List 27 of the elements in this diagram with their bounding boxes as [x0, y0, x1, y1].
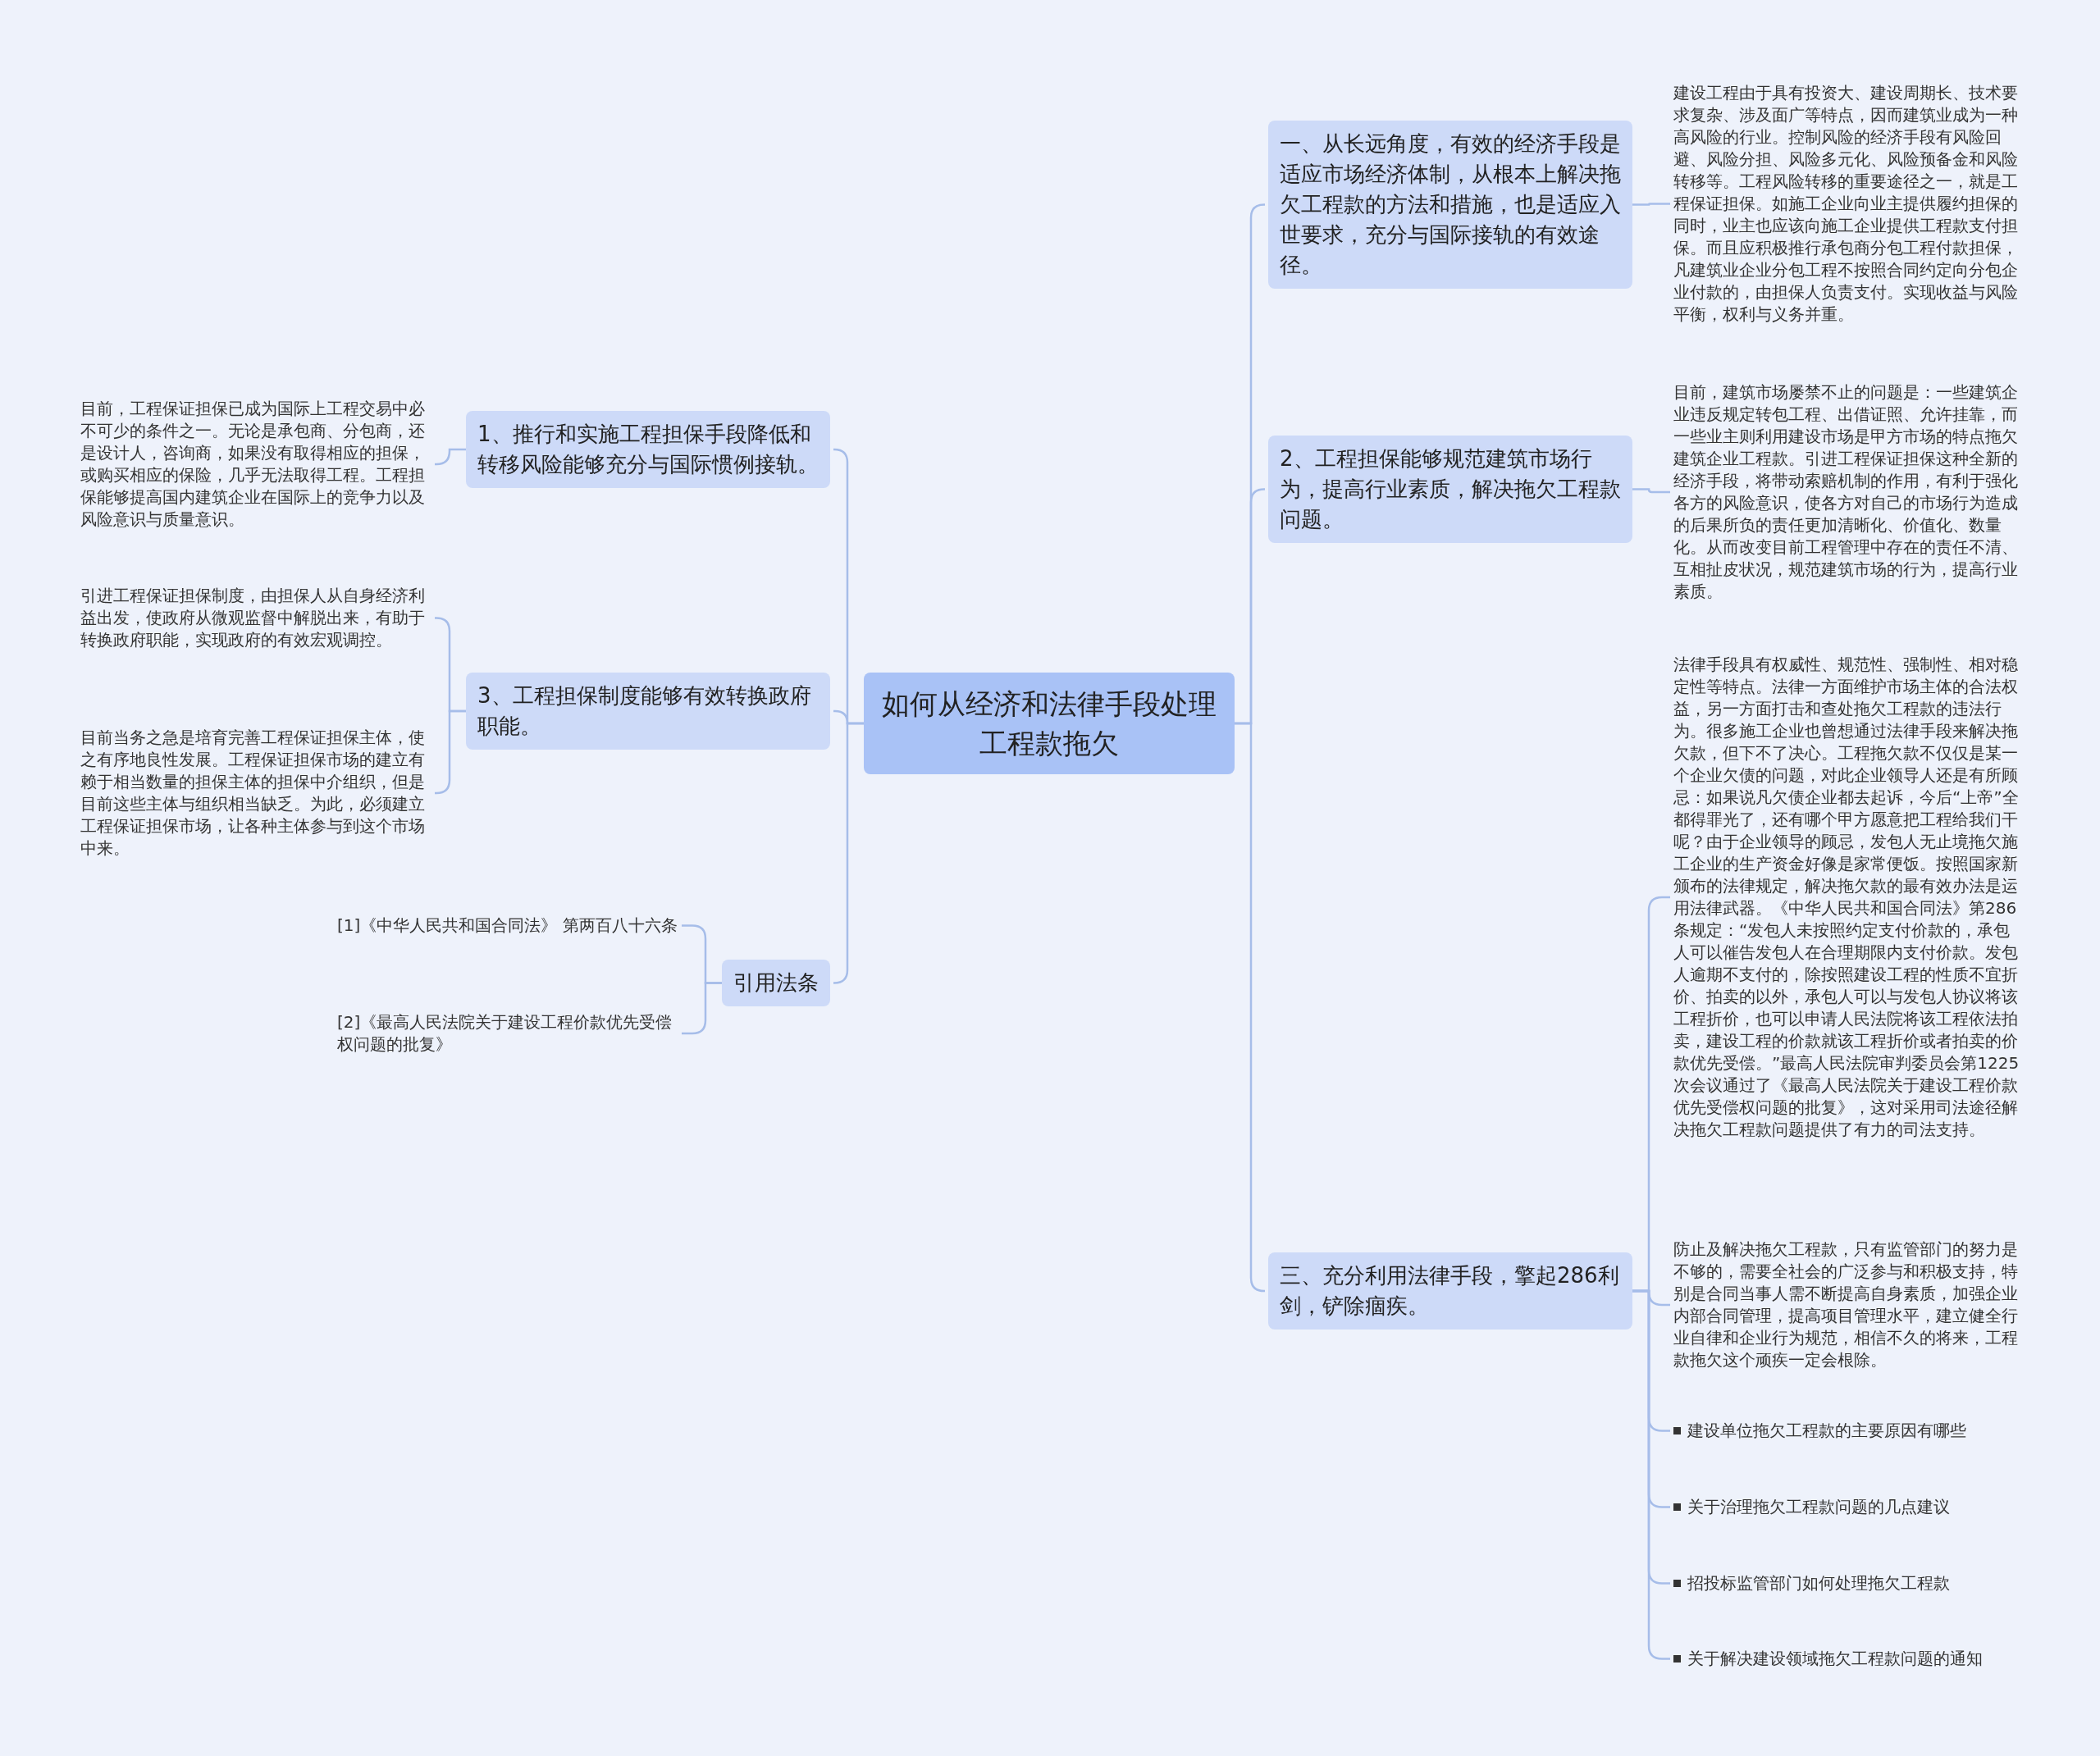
- note-text: [2]《最高人民法院关于建设工程价款优先受偿权问题的批复》: [337, 1011, 678, 1056]
- note-text: 目前，建筑市场屡禁不止的问题是：一些建筑企业违反规定转包工程、出借证照、允许挂靠，而一些业主则利用建设市场是甲方市场的特点拖欠建筑企业工程款。引进工程保证担保这种全新的经济手段，将带动索赔机制的作用，有利于强化各方的风险意识，使各方对自己的市场行为造成的后果所负的责任更加清晰化、价值化、数量化。从而改变目前工程管理中存在的责任不清、互相扯皮状况，规范建筑市场的行为，提高行业素质。: [1673, 381, 2025, 603]
- connector-line: [435, 448, 466, 466]
- note-text: 目前当务之急是培育完善工程保证担保主体，使之有序地良性发展。工程保证担保市场的建立有赖于相当数量的担保主体的担保中介组织，但是目前这些主体与组织相当缺乏。为此，必须建立工程保证担保市场，让各种主体参与到这个市场中来。: [80, 727, 431, 860]
- note-text: 建设工程由于具有投资大、建设周期长、技术要求复杂、涉及面广等特点，因而建筑业成为一种高风险的行业。控制风险的经济手段有风险回避、风险分担、风险多元化、风险预备金和风险转移等。工程风险转移的重要途径之一，就是工程保证担保。如施工企业向业主提供履约担保的同时，业主也应该向施工企业提供工程款支付担保。而且应积极推行承包商分包工程付款担保，凡建筑业企业分包工程不按照合同约定向分包企业付款的，由担保人负责支付。实现收益与风险平衡，权利与义务并重。: [1673, 82, 2025, 326]
- connector-line: [1632, 1289, 1670, 1660]
- topic-box: 2、工程担保能够规范建筑市场行为，提高行业素质，解决拖欠工程款问题。: [1268, 436, 1632, 543]
- note-text: 防止及解决拖欠工程款，只有监管部门的努力是不够的，需要全社会的广泛参与和积极支持，特别是合同当事人需不断提高自身素质，加强企业内部合同管理，提高项目管理水平，建立健全行业自律和企业行为规范，相信不久的将来，工程款拖欠这个顽疾一定会根除。: [1673, 1238, 2025, 1371]
- topic-box: 3、工程担保制度能够有效转换政府职能。: [466, 673, 830, 750]
- connector-line: [833, 722, 864, 984]
- topic-box: 三、充分利用法律手段，擎起286利剑，铲除痼疾。: [1268, 1252, 1632, 1330]
- note-text: 引进工程保证担保制度，由担保人从自身经济利益出发，使政府从微观监督中解脱出来，有助于转换政府职能，实现政府的有效宏观调控。: [80, 585, 431, 651]
- connector-line: [1235, 722, 1266, 1293]
- central-topic: 如何从经济和法律手段处理工程款拖欠: [864, 673, 1235, 774]
- link-text: 建设单位拖欠工程款的主要原因有哪些: [1687, 1420, 1966, 1442]
- connector-line: [1632, 203, 1670, 206]
- note-text: 法律手段具有权威性、规范性、强制性、相对稳定性等特点。法律一方面维护市场主体的合法权益，另一方面打击和查处拖欠工程款的违法行为。很多施工企业也曾想通过法律手段来解决拖欠款，但下不了决心。工程拖欠款不仅仅是某一个企业欠债的问题，对此企业领导人还是有所顾忌：如果说凡欠债企业都去起诉，今后“上帝”全都得罪光了，还有哪个甲方愿意把工程给我们干呢？由于企业领导的顾忌，发包人无止境拖欠施工企业的生产资金好像是家常便饭。按照国家新颁布的法律规定，解决拖欠款的最有效办法是运用法律武器。《中华人民共和国合同法》第286条规定：“发包人未按照约定支付价款的，承包人可以催告发包人在合理期限内支付价款。发包人逾期不支付的，除按照建设工程的性质不宜折价、拍卖的以外，承包人可以与发包人协议将该工程折价，也可以申请人民法院将该工程依法拍卖，建设工程的价款就该工程折价或者拍卖的价款优先受偿。”最高人民法院审判委员会第1225次会议通过了《最高人民法院关于建设工程价款优先受偿权问题的批复》，这对采用司法途径解决拖欠工程款问题提供了有力的司法支持。: [1673, 654, 2025, 1141]
- topic-box: 一、从长远角度，有效的经济手段是适应市场经济体制，从根本上解决拖欠工程款的方法和措施，也是适应入世要求，充分与国际接轨的有效途径。: [1268, 121, 1632, 289]
- link-text: 关于解决建设领域拖欠工程款问题的通知: [1687, 1648, 1983, 1670]
- link-text: 招投标监管部门如何处理拖欠工程款: [1687, 1572, 1950, 1594]
- note-text: [1]《中华人民共和国合同法》 第两百八十六条: [337, 914, 678, 937]
- connector-line: [1632, 488, 1670, 494]
- link-text: 关于治理拖欠工程款问题的几点建议: [1687, 1496, 1950, 1518]
- topic-box: 引用法条: [722, 960, 830, 1006]
- topic-box: 1、推行和实施工程担保手段降低和转移风险能够充分与国际惯例接轨。: [466, 411, 830, 488]
- note-text: 目前，工程保证担保已成为国际上工程交易中必不可少的条件之一。无论是承包商、分包商，还是设计人，咨询商，如果没有取得相应的担保，或购买相应的保险，几乎无法取得工程。工程担保能够提高国内建筑企业在国际上的竞争力以及风险意识与质量意识。: [80, 398, 431, 531]
- connector-line: [435, 709, 466, 795]
